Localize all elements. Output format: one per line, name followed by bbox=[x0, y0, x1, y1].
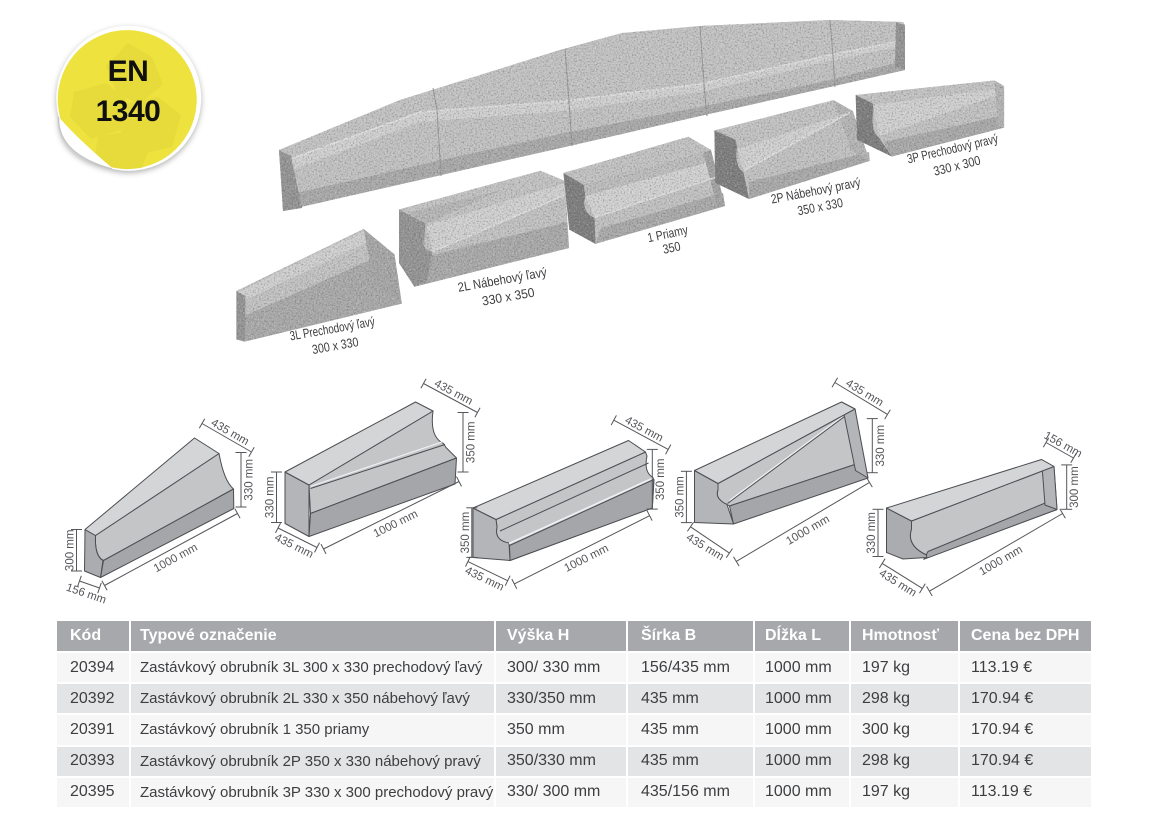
svg-text:330 mm: 330 mm bbox=[244, 459, 256, 501]
svg-text:435 mm: 435 mm bbox=[623, 415, 665, 445]
svg-text:300 mm: 300 mm bbox=[65, 530, 77, 572]
svg-text:156 mm: 156 mm bbox=[64, 582, 107, 607]
svg-text:350 mm: 350 mm bbox=[674, 476, 686, 518]
svg-text:350 mm: 350 mm bbox=[466, 422, 478, 464]
svg-text:350: 350 bbox=[661, 238, 682, 256]
svg-text:156 mm: 156 mm bbox=[1042, 430, 1084, 461]
svg-text:350 mm: 350 mm bbox=[460, 512, 472, 554]
svg-text:435 mm: 435 mm bbox=[843, 377, 885, 409]
svg-text:1340: 1340 bbox=[96, 95, 161, 128]
svg-text:435 mm: 435 mm bbox=[877, 567, 919, 599]
svg-text:330 mm: 330 mm bbox=[875, 425, 887, 467]
svg-text:330 mm: 330 mm bbox=[265, 477, 277, 519]
svg-text:300 mm: 300 mm bbox=[1069, 466, 1081, 508]
svg-text:330 mm: 330 mm bbox=[866, 512, 878, 554]
svg-text:435 mm: 435 mm bbox=[432, 378, 474, 408]
svg-text:435 mm: 435 mm bbox=[209, 417, 251, 448]
svg-text:EN: EN bbox=[108, 55, 149, 88]
svg-text:350 mm: 350 mm bbox=[655, 459, 667, 501]
